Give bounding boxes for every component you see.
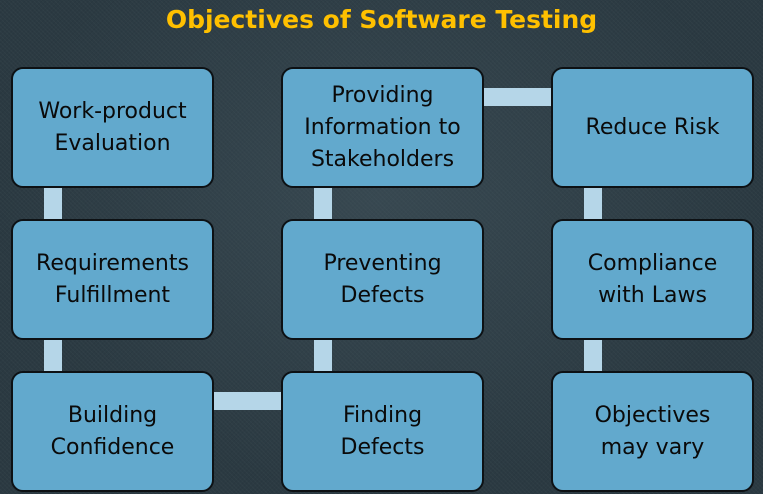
- box-reduce-risk: Reduce Risk: [551, 67, 754, 188]
- box-label: Preventing Defects: [323, 250, 442, 308]
- box-requirements-fulfillment: Requirements Fulfillment: [11, 219, 214, 340]
- box-compliance-with-laws: Compliance with Laws: [551, 219, 754, 340]
- connector-building-to-finding: [214, 392, 282, 410]
- box-providing-information: Providing Information to Stakeholders: [281, 67, 484, 188]
- box-finding-defects: Finding Defects: [281, 371, 484, 492]
- box-label: Building Confidence: [50, 402, 175, 460]
- box-label: Work-product Evaluation: [38, 98, 187, 156]
- box-objectives-may-vary: Objectives may vary: [551, 371, 754, 492]
- box-preventing-defects: Preventing Defects: [281, 219, 484, 340]
- connector-reduce-risk-to-compliance: [584, 188, 602, 220]
- box-label: Providing Information to Stakeholders: [304, 82, 461, 172]
- connector-preventing-to-providing: [314, 188, 332, 220]
- box-label: Requirements Fulfillment: [36, 250, 189, 308]
- box-label: Compliance with Laws: [587, 250, 718, 308]
- diagram-title: Objectives of Software Testing: [165, 5, 598, 34]
- box-building-confidence: Building Confidence: [11, 371, 214, 492]
- box-label: Reduce Risk: [585, 114, 720, 140]
- connector-compliance-to-objectives: [584, 340, 602, 372]
- connector-requirements-to-building: [44, 340, 62, 372]
- box-label: Objectives may vary: [594, 402, 711, 460]
- connector-finding-to-preventing: [314, 340, 332, 372]
- box-work-product-evaluation: Work-product Evaluation: [11, 67, 214, 188]
- connector-providing-to-reduce-risk: [484, 88, 552, 106]
- box-label: Finding Defects: [340, 402, 425, 460]
- connector-work-product-to-requirements: [44, 188, 62, 220]
